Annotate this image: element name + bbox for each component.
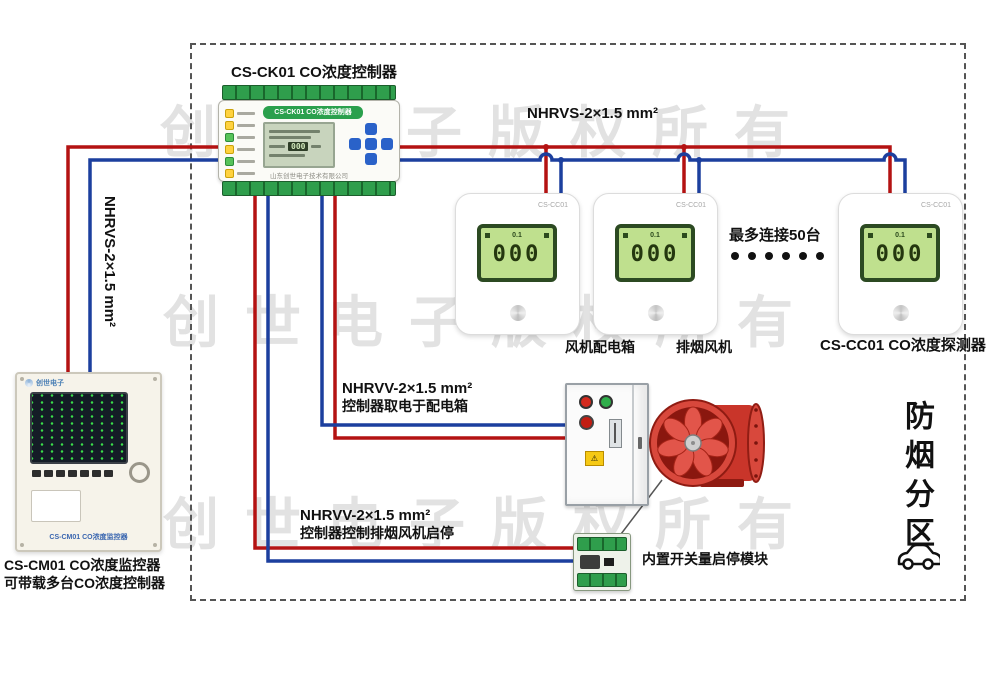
relay-component [580, 555, 600, 569]
door-handle [638, 437, 642, 449]
exhaust-fan-image [649, 399, 765, 487]
panel-meter [609, 419, 622, 448]
ok-button [365, 138, 377, 150]
monitor-device-label: CS-CM01 CO浓度监控器 [49, 534, 128, 541]
door-seam [632, 385, 634, 504]
lcd-top-value: 0.1 [650, 231, 660, 239]
lcd-status-icon [623, 232, 628, 238]
power-wire-label: NHRVV-2×1.5 mm² 控制器取电于配电箱 [342, 380, 472, 415]
controller-company-text: 山东创世电子技术有限公司 [270, 173, 348, 180]
left-button [349, 138, 361, 150]
bus-wire-label-top: NHRVS-2×1.5 mm² [527, 105, 659, 122]
monitor-card-slot [31, 490, 81, 522]
bus-wire-label-left: NHRVS-2×1.5 mm² [101, 196, 118, 328]
power-wire-desc: 控制器取电于配电箱 [342, 398, 468, 414]
controller-body: CS-CK01 CO浓度控制器 000 [218, 100, 400, 182]
red-push-button [579, 415, 594, 430]
right-button [381, 138, 393, 150]
monitor-brand: 创世电子 [25, 378, 64, 388]
detector-model-text: CS-CC01 [921, 202, 951, 209]
controller-caption: CS-CK01 CO浓度控制器 [231, 64, 397, 81]
warning-sticker-icon: ⚠ [585, 451, 604, 466]
status-led-column [225, 109, 255, 178]
control-wire-label: NHRVV-2×1.5 mm² 控制器控制排烟风机启停 [300, 507, 454, 542]
brand-logo-icon [647, 305, 664, 321]
co-detector-2: CS-CC01 0.1 000 [593, 193, 718, 335]
lcd-co-value: 000 [875, 242, 925, 267]
controller-header-label: CS-CK01 CO浓度控制器 [263, 106, 363, 119]
brand-text: 创世电子 [36, 380, 64, 387]
detector-lcd: 0.1 000 [477, 224, 557, 282]
detector-lcd: 0.1 000 [615, 224, 695, 282]
exhaust-fan-caption: 排烟风机 [676, 339, 732, 355]
down-button [365, 153, 377, 165]
chip-component [604, 558, 614, 566]
lcd-top-value: 0.1 [895, 231, 905, 239]
co-monitor-device: 创世电子 CS-CM01 CO浓度监控器 [15, 372, 162, 552]
lcd-co-value: 000 [630, 242, 680, 267]
controller-keypad [347, 122, 395, 168]
fan-box-caption: 风机配电箱 [565, 339, 635, 355]
max-connection-note: 最多连接50台 [729, 227, 821, 244]
green-indicator-lamp [599, 395, 613, 409]
detector-lcd: 0.1 000 [860, 224, 940, 282]
monitor-caption: CS-CM01 CO浓度监控器 可带载多台CO浓度控制器 [4, 556, 165, 592]
controller-lcd: 000 [263, 122, 335, 168]
detector-model-text: CS-CC01 [538, 202, 568, 209]
red-indicator-lamp [579, 395, 593, 409]
detector-model-text: CS-CC01 [676, 202, 706, 209]
brand-logo-icon [509, 305, 526, 321]
detector-caption: CS-CC01 CO浓度探测器 [820, 337, 986, 354]
lcd-co-value: 000 [492, 242, 542, 267]
fan-distribution-box: ⚠ [565, 383, 649, 506]
switch-io-module [573, 533, 631, 591]
buzzer-icon [129, 462, 150, 483]
power-wire-spec: NHRVV-2×1.5 mm² [342, 380, 473, 397]
smoke-zone-label: 防烟分区 [900, 400, 933, 556]
lcd-status-icon [868, 232, 873, 238]
lcd-status-icon [926, 232, 932, 238]
lcd-status-icon [485, 232, 490, 238]
control-wire-desc: 控制器控制排烟风机启停 [300, 525, 454, 541]
lcd-top-value: 0.1 [512, 231, 522, 239]
control-wire-spec: NHRVV-2×1.5 mm² [300, 507, 431, 524]
car-icon [897, 543, 940, 570]
module-caption: 内置开关量启停模块 [642, 551, 768, 567]
terminal-strip-top [222, 85, 396, 100]
brand-logo-icon [25, 379, 33, 387]
module-terminal-bottom [577, 573, 627, 587]
monitor-caption-line1: CS-CM01 CO浓度监控器 [4, 557, 161, 573]
controller-lcd-digits: 000 [288, 142, 309, 151]
up-button [365, 123, 377, 135]
co-controller-device: CS-CK01 CO浓度控制器 000 [218, 85, 400, 196]
monitor-led-matrix-screen [30, 392, 128, 464]
continuation-dots [731, 252, 824, 260]
monitor-caption-line2: 可带载多台CO浓度控制器 [4, 575, 165, 591]
monitor-button-row [32, 470, 113, 477]
co-detector-1: CS-CC01 0.1 000 [455, 193, 580, 335]
lcd-status-icon [543, 232, 549, 238]
lcd-status-icon [681, 232, 687, 238]
module-terminal-top [577, 537, 627, 551]
brand-logo-icon [892, 305, 909, 321]
co-detector-3: CS-CC01 0.1 000 [838, 193, 963, 335]
terminal-strip-bottom [222, 181, 396, 196]
